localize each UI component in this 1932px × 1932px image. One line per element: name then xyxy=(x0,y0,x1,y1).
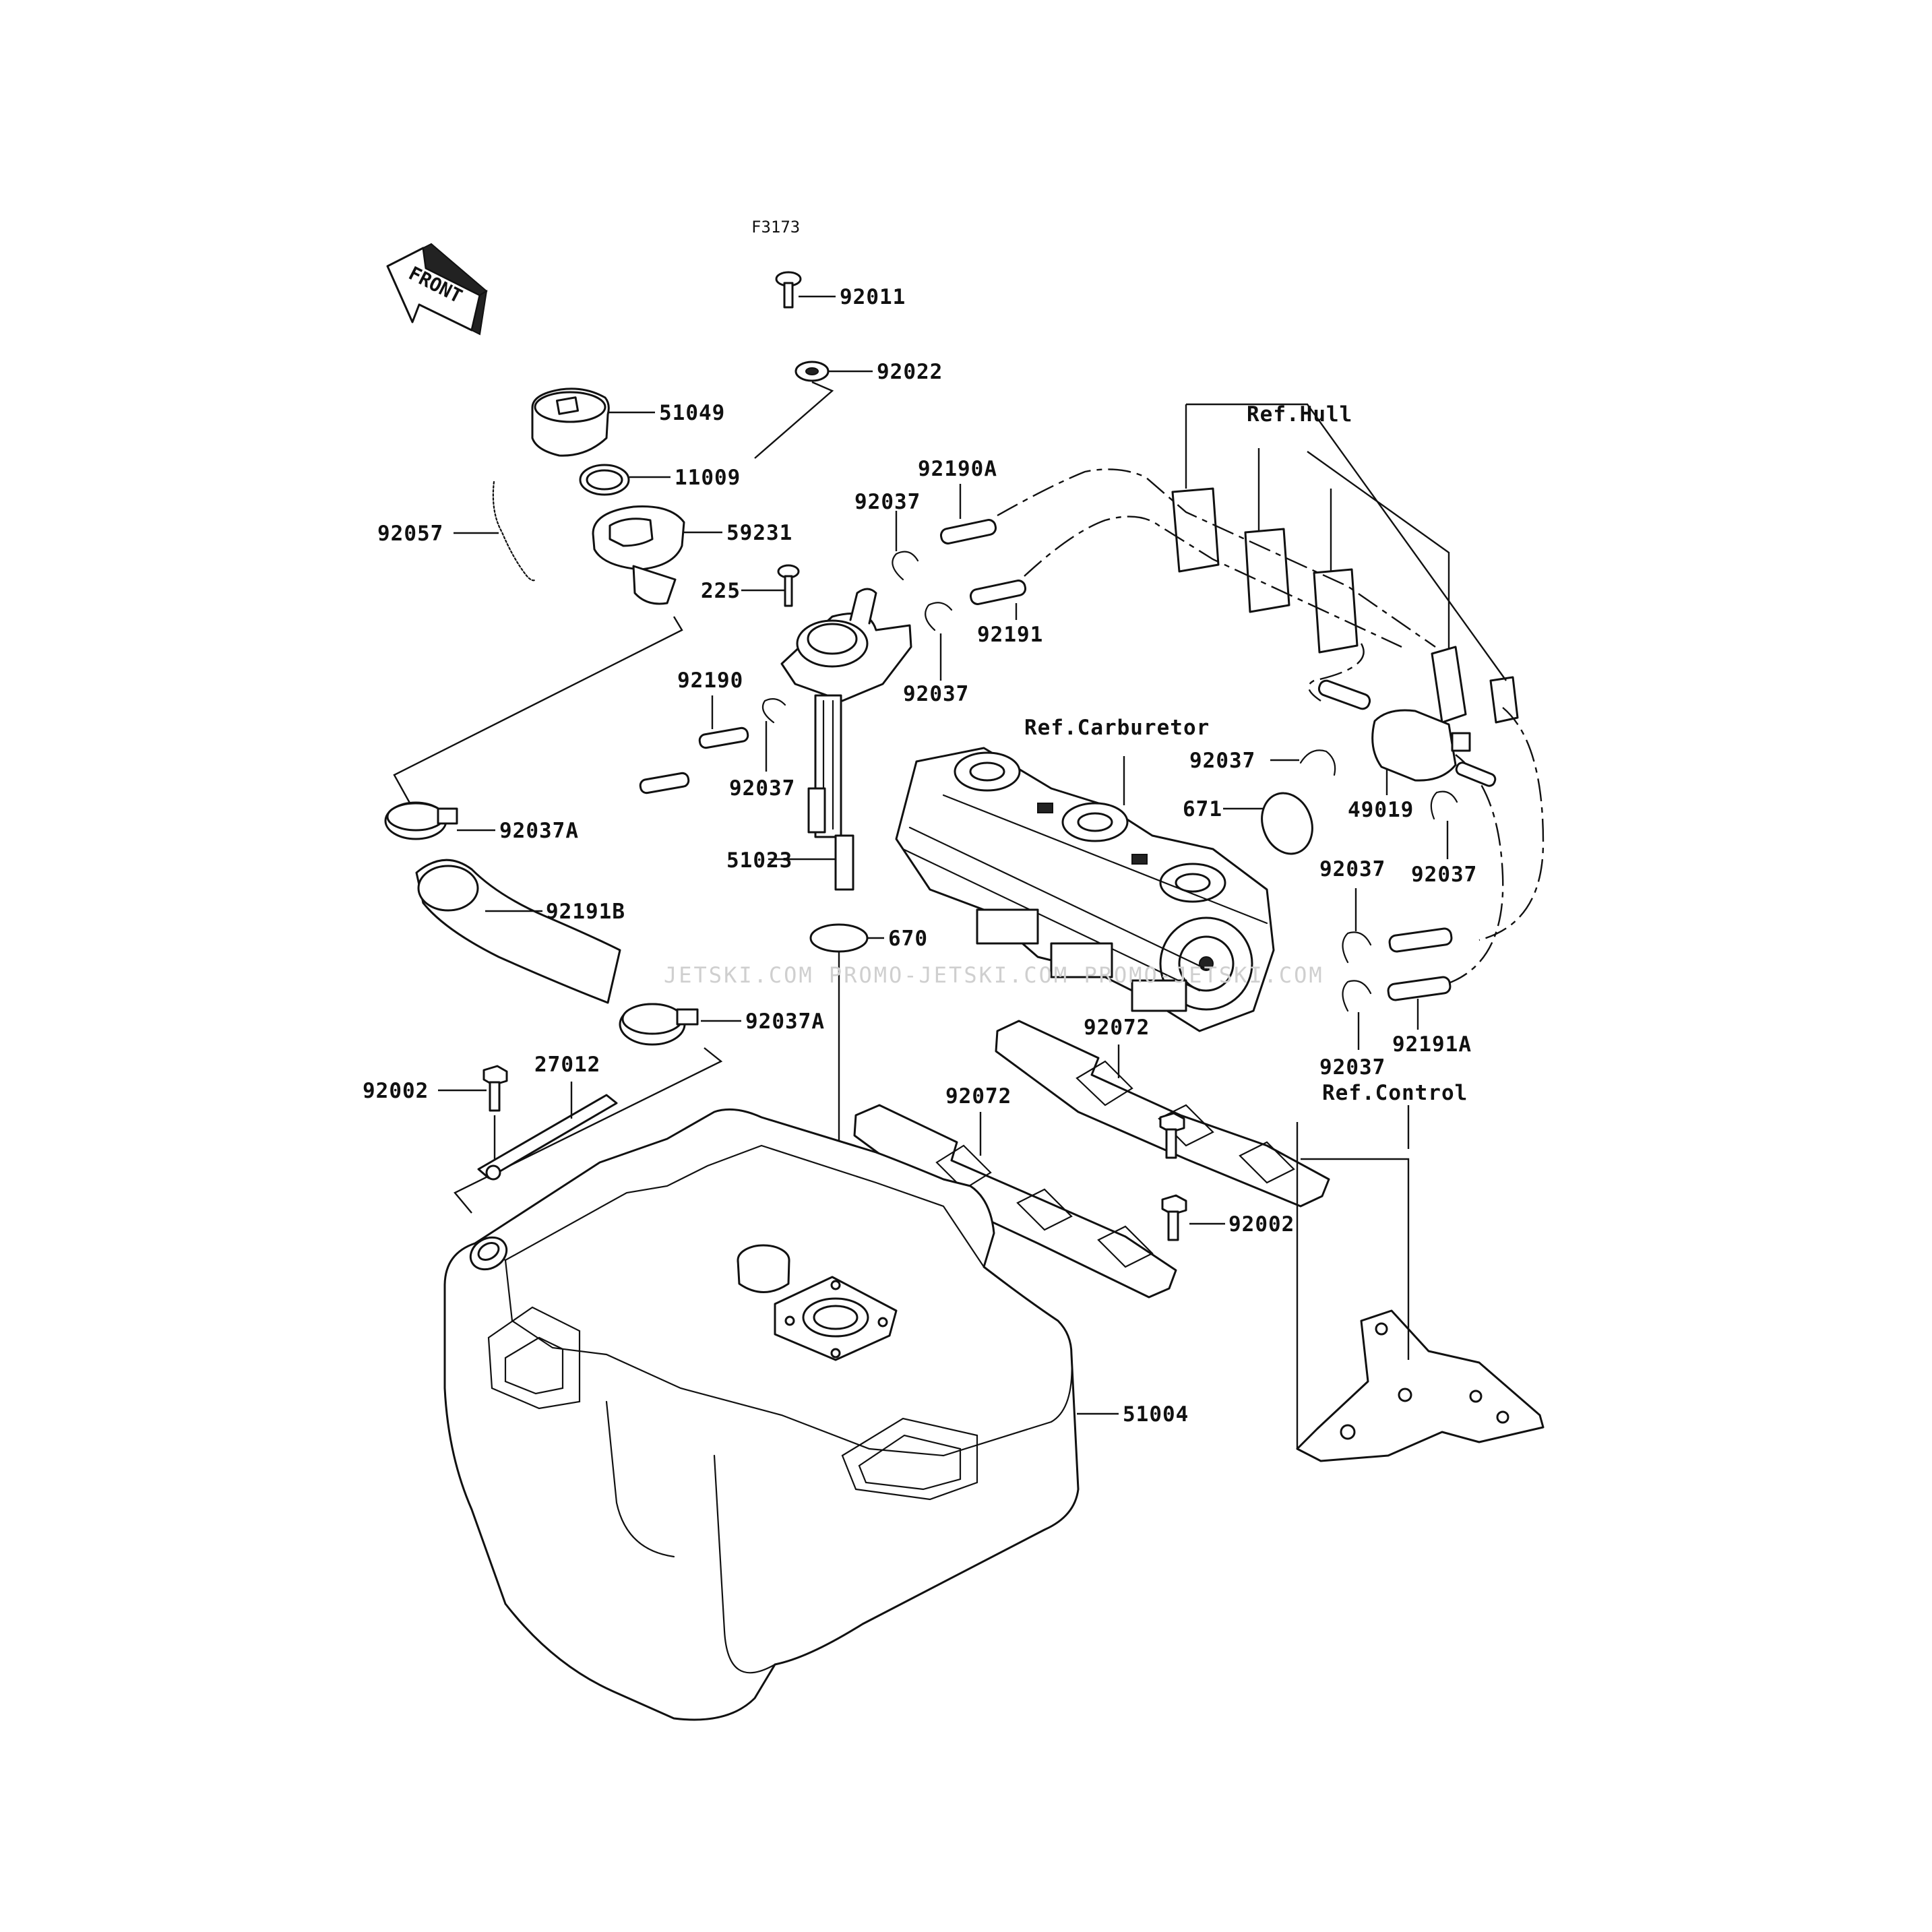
clamp-92037-d: 92037 xyxy=(1189,749,1336,776)
label-92037-c: 92037 xyxy=(729,776,795,801)
hull-brackets: Ref.Hull xyxy=(997,402,1545,989)
clamp-92037-c: 92037 xyxy=(729,697,795,801)
front-arrow-icon: FRONT xyxy=(386,243,488,336)
clamp-92037-f: 92037 xyxy=(1319,857,1385,964)
label-51049: 51049 xyxy=(659,401,725,425)
label-11009: 11009 xyxy=(675,466,741,490)
label-225: 225 xyxy=(701,579,741,603)
filler-neck-59231: 59231 xyxy=(393,505,792,806)
label-92037-g: 92037 xyxy=(1319,1055,1385,1080)
label-92002-a: 92002 xyxy=(363,1079,429,1103)
bolt-92002-b: 92002 xyxy=(1159,1112,1299,1449)
bolt-92011: 92011 xyxy=(775,271,906,309)
fuel-cock-assembly: 51023 xyxy=(726,588,912,891)
fuel-tank-51004: 51004 xyxy=(443,1108,1189,1721)
hose-92191: 92191 xyxy=(969,580,1043,647)
label-92002-b: 92002 xyxy=(1228,1212,1295,1237)
clamp-92037-b: 92037 xyxy=(903,602,969,706)
bolt-92002-a: 92002 xyxy=(363,1065,508,1176)
label-ref-carburetor: Ref.Carburetor xyxy=(1024,716,1210,740)
label-92037A-a: 92037A xyxy=(499,819,579,843)
o-ring-671: 671 xyxy=(1183,792,1313,855)
label-92072-b: 92072 xyxy=(945,1084,1011,1109)
label-92057: 92057 xyxy=(377,522,443,546)
label-92190: 92190 xyxy=(677,668,743,693)
label-92190A: 92190A xyxy=(918,457,997,481)
label-92037-f: 92037 xyxy=(1319,857,1385,881)
label-671: 671 xyxy=(1183,797,1222,821)
hose-92190A: 92190A xyxy=(918,457,997,544)
label-92037-d: 92037 xyxy=(1189,749,1255,773)
hose-92191A: 92191A xyxy=(1387,927,1472,1057)
hose-92190: 92190 xyxy=(639,668,749,794)
watermark-text: JETSKI.COM PROMO-JETSKI.COM PROMO-JETSKI… xyxy=(664,962,1324,988)
label-59231: 59231 xyxy=(726,521,792,545)
label-670: 670 xyxy=(888,927,928,951)
gasket-11009: 11009 xyxy=(579,464,741,496)
grommet-92022: 92022 xyxy=(754,360,943,459)
label-ref-hull: Ref.Hull xyxy=(1247,402,1352,427)
clamp-92037-e: 92037 xyxy=(1411,790,1477,887)
band-27012: 27012 xyxy=(477,1053,618,1181)
cap-strap-92057: 92057 xyxy=(377,480,537,582)
label-49019: 49019 xyxy=(1348,798,1414,822)
label-27012: 27012 xyxy=(534,1053,600,1077)
label-92037A-b: 92037A xyxy=(745,1009,825,1034)
label-92022: 92022 xyxy=(877,360,943,384)
label-51004: 51004 xyxy=(1123,1402,1189,1427)
label-92072-a: 92072 xyxy=(1084,1016,1150,1040)
fuel-filter-49019: 49019 xyxy=(1317,679,1497,822)
screw-225: 225 xyxy=(701,564,800,607)
label-92037-e: 92037 xyxy=(1411,863,1477,887)
label-92191A: 92191A xyxy=(1392,1032,1472,1057)
label-92011: 92011 xyxy=(840,285,906,309)
label-51023: 51023 xyxy=(726,848,792,873)
clamp-92037-g: 92037 xyxy=(1319,980,1385,1080)
diagram-code: F3173 xyxy=(751,218,800,237)
carburetor-assembly: Ref.Carburetor xyxy=(895,716,1275,1032)
strap-92072-a: 92072 xyxy=(995,1016,1330,1208)
label-92191: 92191 xyxy=(977,623,1043,647)
label-92191B: 92191B xyxy=(546,900,625,924)
clamp-92037-a: 92037 xyxy=(854,490,921,581)
label-92037-b: 92037 xyxy=(903,682,969,706)
control-plate: Ref.Control xyxy=(1296,1081,1545,1462)
hose-92191B: 92191B xyxy=(415,859,625,1004)
fuel-cap-51049: 51049 xyxy=(531,387,725,457)
hose-clamp-92037A-a: 92037A xyxy=(384,801,579,843)
hose-clamp-92037A-b: 92037A xyxy=(454,1003,825,1214)
label-ref-control: Ref.Control xyxy=(1322,1081,1468,1105)
label-92037-a: 92037 xyxy=(854,490,921,514)
